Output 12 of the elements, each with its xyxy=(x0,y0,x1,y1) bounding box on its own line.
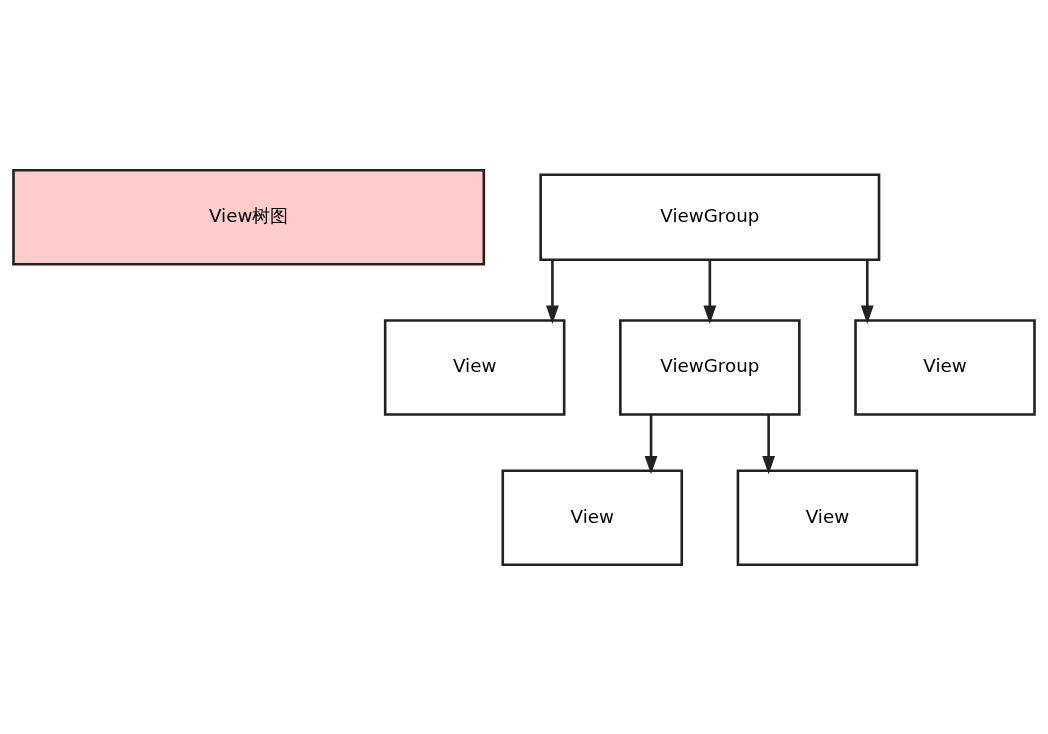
arrow xyxy=(546,259,559,324)
node-box: View xyxy=(736,468,919,566)
node-box: View树图 xyxy=(12,168,486,266)
arrow xyxy=(762,414,776,474)
arrow xyxy=(644,414,658,474)
arrow xyxy=(860,259,874,324)
arrow xyxy=(703,259,717,324)
node-box: View xyxy=(501,468,684,566)
node-box: ViewGroup xyxy=(619,318,801,416)
node-box: View xyxy=(383,318,566,416)
node-box: ViewGroup xyxy=(539,173,881,261)
node-box: View xyxy=(854,318,1036,416)
